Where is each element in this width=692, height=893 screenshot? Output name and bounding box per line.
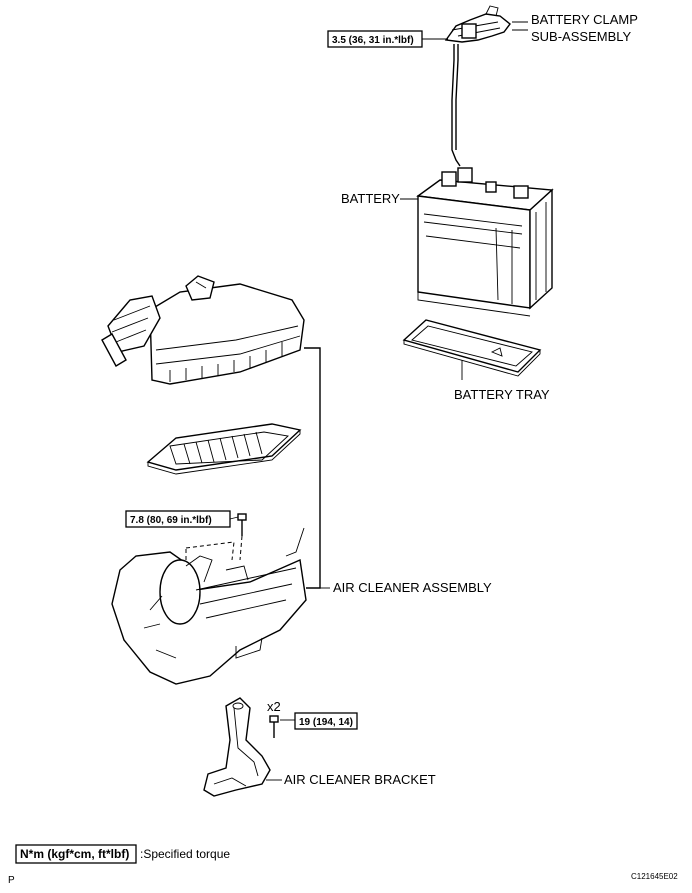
battery-tray-label: BATTERY TRAY <box>454 387 550 402</box>
legend-description: :Specified torque <box>140 847 230 861</box>
air-cleaner-bracket <box>203 697 271 797</box>
battery-clamp-label-line2: SUB-ASSEMBLY <box>531 29 632 44</box>
air-cleaner-torque-text: 7.8 (80, 69 in.*lbf) <box>130 515 212 526</box>
air-filter-element <box>146 423 302 475</box>
battery-tray <box>402 319 542 377</box>
torque-legend: N*m (kgf*cm, ft*lbf) :Specified torque <box>15 844 230 864</box>
figure-code: C121645E02 <box>631 872 678 881</box>
bracket-torque-text: 19 (194, 14) <box>299 717 353 728</box>
bracket-torque-box: 19 (194, 14) <box>280 712 358 730</box>
clamp-torque-box: 3.5 (36, 31 in.*lbf) <box>327 30 448 48</box>
battery <box>416 167 554 317</box>
bracket-bolt <box>269 715 279 738</box>
air-cleaner-cover <box>101 275 305 385</box>
corner-letter: P <box>8 875 15 886</box>
quantity-label: x2 <box>267 699 281 714</box>
battery-clamp-sub-assembly <box>444 5 528 167</box>
legend-box-text: N*m (kgf*cm, ft*lbf) <box>20 847 129 861</box>
air-cleaner-bolt <box>237 513 247 561</box>
air-cleaner-case <box>111 527 307 685</box>
air-cleaner-torque-box: 7.8 (80, 69 in.*lbf) <box>125 510 239 528</box>
air-cleaner-bracket-label: AIR CLEANER BRACKET <box>284 772 436 787</box>
air-cleaner-assembly-label: AIR CLEANER ASSEMBLY <box>333 580 492 595</box>
battery-clamp-label-line1: BATTERY CLAMP <box>531 12 638 27</box>
assembly-bracket-line <box>304 347 321 589</box>
battery-label: BATTERY <box>341 191 400 206</box>
clamp-torque-text: 3.5 (36, 31 in.*lbf) <box>332 35 414 46</box>
